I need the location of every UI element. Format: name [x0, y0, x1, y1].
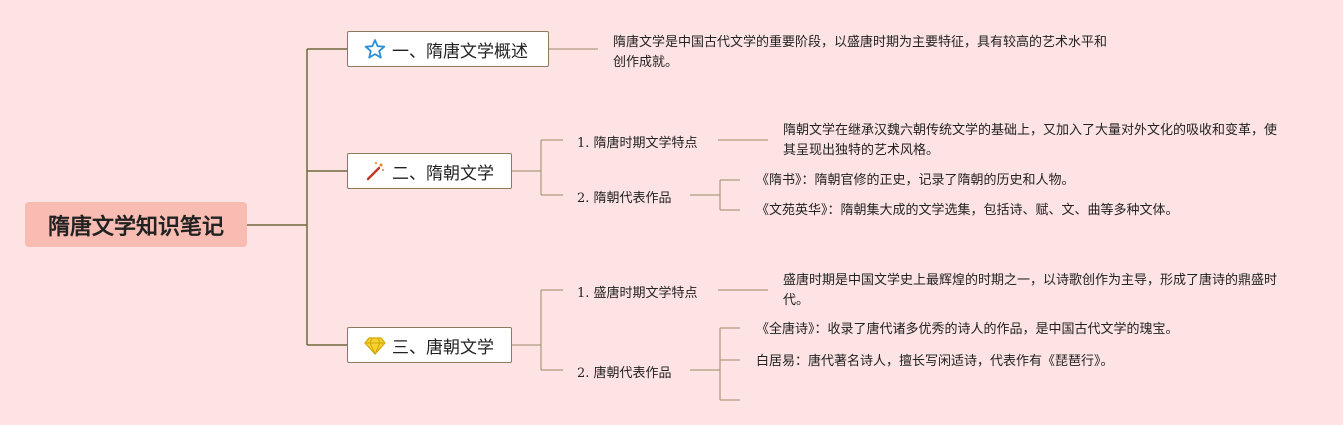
sub-topic[interactable]: 1. 盛唐时期文学特点	[577, 286, 698, 301]
sub-topic[interactable]: 1. 隋唐时期文学特点	[577, 136, 698, 151]
branch-sui[interactable]: 二、隋朝文学	[347, 153, 512, 189]
sub-topic[interactable]: 2. 唐朝代表作品	[577, 366, 672, 381]
root-title: 隋唐文学知识笔记	[47, 214, 224, 240]
list-item: 《全唐诗》：收录了唐代诸多优秀的诗人的作品，是中国古代文学的瑰宝。	[756, 322, 1179, 337]
branch-tang[interactable]: 三、唐朝文学	[347, 327, 512, 363]
list-item: 白居易：唐代著名诗人，擅长写闲适诗，代表作有《琵琶行》。	[756, 354, 1114, 369]
list-item: 《文苑英华》：隋朝集大成的文学选集，包括诗、赋、文、曲等多种文体。	[756, 203, 1179, 218]
branch-title: 三、唐朝文学	[392, 337, 494, 358]
branch-overview-desc: 隋唐文学是中国古代文学的重要阶段，以盛唐时期为主要特征，具有较高的艺术水平和创作…	[613, 35, 1108, 70]
magic-wand-icon	[364, 160, 386, 182]
sub-topic[interactable]: 2. 隋朝代表作品	[577, 191, 672, 206]
list-item: 《隋书》：隋朝官修的正史，记录了隋朝的历史和人物。	[756, 173, 1075, 188]
star-icon	[364, 38, 386, 60]
branch-title: 一、隋唐文学概述	[392, 41, 528, 62]
branch-overview[interactable]: 一、隋唐文学概述	[347, 31, 549, 67]
sub-topic-desc: 隋朝文学在继承汉魏六朝传统文学的基础上，又加入了大量对外文化的吸收和变革，使其呈…	[783, 123, 1278, 158]
branch-title: 二、隋朝文学	[392, 163, 494, 184]
diamond-icon	[364, 334, 386, 356]
sub-topic-desc: 盛唐时期是中国文学史上最辉煌的时期之一，以诗歌创作为主导，形成了唐诗的鼎盛时代。	[783, 273, 1278, 308]
root-topic[interactable]: 隋唐文学知识笔记	[25, 202, 247, 247]
